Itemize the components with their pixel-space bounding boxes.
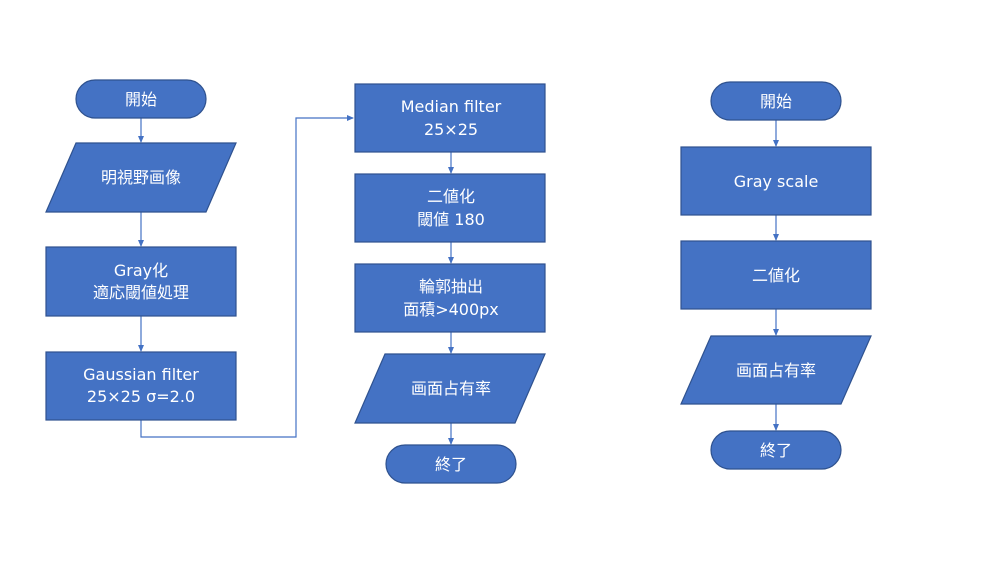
process-shape <box>680 146 872 216</box>
io-parallelogram-shape <box>45 142 237 213</box>
io-parallelogram-shape <box>680 335 872 405</box>
right-start-label: 開始 <box>760 92 792 111</box>
left-input-label: 明視野画像 <box>101 168 181 187</box>
middle-binarize-line-2: 閾値 180 <box>417 210 485 229</box>
left-gaussian-node: Gaussian filter 25×25 σ=2.0 <box>45 351 237 421</box>
process-shape <box>354 83 546 153</box>
middle-binarize-line-1: 二値化 <box>427 187 475 206</box>
io-parallelogram-shape <box>354 353 546 424</box>
middle-median-line-2: 25×25 <box>424 120 478 139</box>
middle-output-node: 画面占有率 <box>354 353 546 424</box>
process-shape <box>680 240 872 310</box>
terminal-shape <box>75 79 207 119</box>
left-gaussian-line-2: 25×25 σ=2.0 <box>87 387 195 406</box>
process-shape <box>45 246 237 317</box>
middle-median-node: Median filter 25×25 <box>354 83 546 153</box>
middle-binarize-node: 二値化 閾値 180 <box>354 173 546 243</box>
right-output-label: 画面占有率 <box>736 361 816 380</box>
terminal-shape <box>710 430 842 470</box>
left-start-terminal: 開始 <box>75 79 207 119</box>
right-gray-node: Gray scale <box>680 146 872 216</box>
connector-gaussian-to-median <box>140 115 354 438</box>
right-output-node: 画面占有率 <box>680 335 872 405</box>
connectors <box>138 115 779 445</box>
right-start-terminal: 開始 <box>710 81 842 121</box>
process-shape <box>354 173 546 243</box>
right-end-terminal: 終了 <box>710 430 842 470</box>
left-start-label: 開始 <box>125 90 157 109</box>
middle-contour-line-2: 面積>400px <box>403 300 499 319</box>
left-gray-node: Gray化 適応閾値処理 <box>45 246 237 317</box>
right-gray-label: Gray scale <box>734 172 819 191</box>
left-gray-line-2: 適応閾値処理 <box>93 283 189 302</box>
middle-median-line-1: Median filter <box>401 97 502 116</box>
right-binarize-node: 二値化 <box>680 240 872 310</box>
terminal-shape <box>385 444 517 484</box>
right-end-label: 終了 <box>760 441 792 460</box>
left-gaussian-line-1: Gaussian filter <box>83 365 199 384</box>
right-binarize-label: 二値化 <box>752 266 800 285</box>
terminal-shape <box>710 81 842 121</box>
middle-end-label: 終了 <box>435 455 467 474</box>
middle-contour-node: 輪郭抽出 面積>400px <box>354 263 546 333</box>
process-shape <box>354 263 546 333</box>
middle-end-terminal: 終了 <box>385 444 517 484</box>
left-input-node: 明視野画像 <box>45 142 237 213</box>
middle-output-label: 画面占有率 <box>411 379 491 398</box>
process-shape <box>45 351 237 421</box>
middle-contour-line-1: 輪郭抽出 <box>419 277 483 296</box>
left-gray-line-1: Gray化 <box>114 261 168 280</box>
